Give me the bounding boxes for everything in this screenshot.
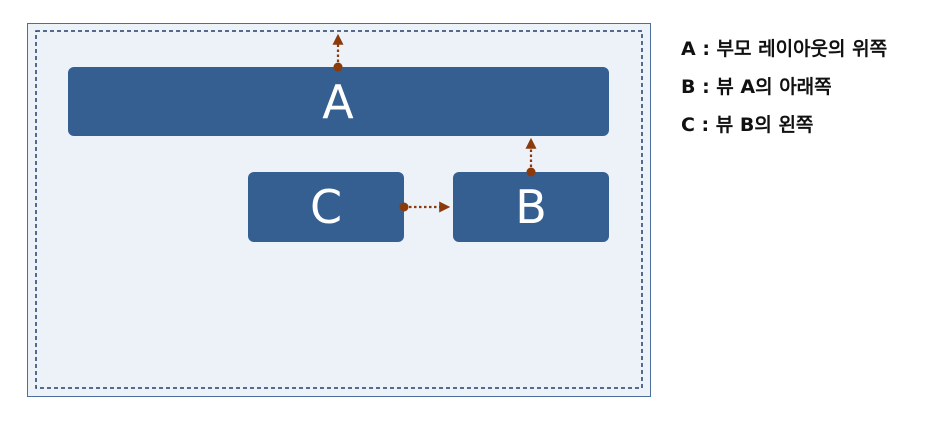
box-a-label: A bbox=[322, 75, 354, 129]
box-c-shape bbox=[248, 172, 404, 242]
box-c: C bbox=[248, 172, 404, 242]
legend-item-c: C : 뷰 B의 왼쪽 bbox=[681, 114, 814, 136]
box-b-shape bbox=[453, 172, 609, 242]
legend-item-a: A : 부모 레이아웃의 위쪽 bbox=[681, 38, 888, 60]
box-b-label: B bbox=[515, 180, 547, 234]
arrow-a-to-parent-top bbox=[332, 33, 344, 72]
legend: A : 부모 레이아웃의 위쪽 B : 뷰 A의 아래쪽 C : 뷰 B의 왼쪽 bbox=[681, 36, 887, 150]
box-a: A bbox=[68, 67, 609, 136]
arrow-b-to-a-bottom bbox=[525, 137, 537, 177]
box-c-label: C bbox=[310, 180, 342, 234]
arrow-c-to-b-left bbox=[399, 201, 451, 213]
box-b: B bbox=[453, 172, 609, 242]
parent-layout-dashed-border bbox=[35, 30, 643, 389]
box-a-shape bbox=[68, 67, 609, 136]
legend-item-b: B : 뷰 A의 아래쪽 bbox=[681, 76, 832, 98]
